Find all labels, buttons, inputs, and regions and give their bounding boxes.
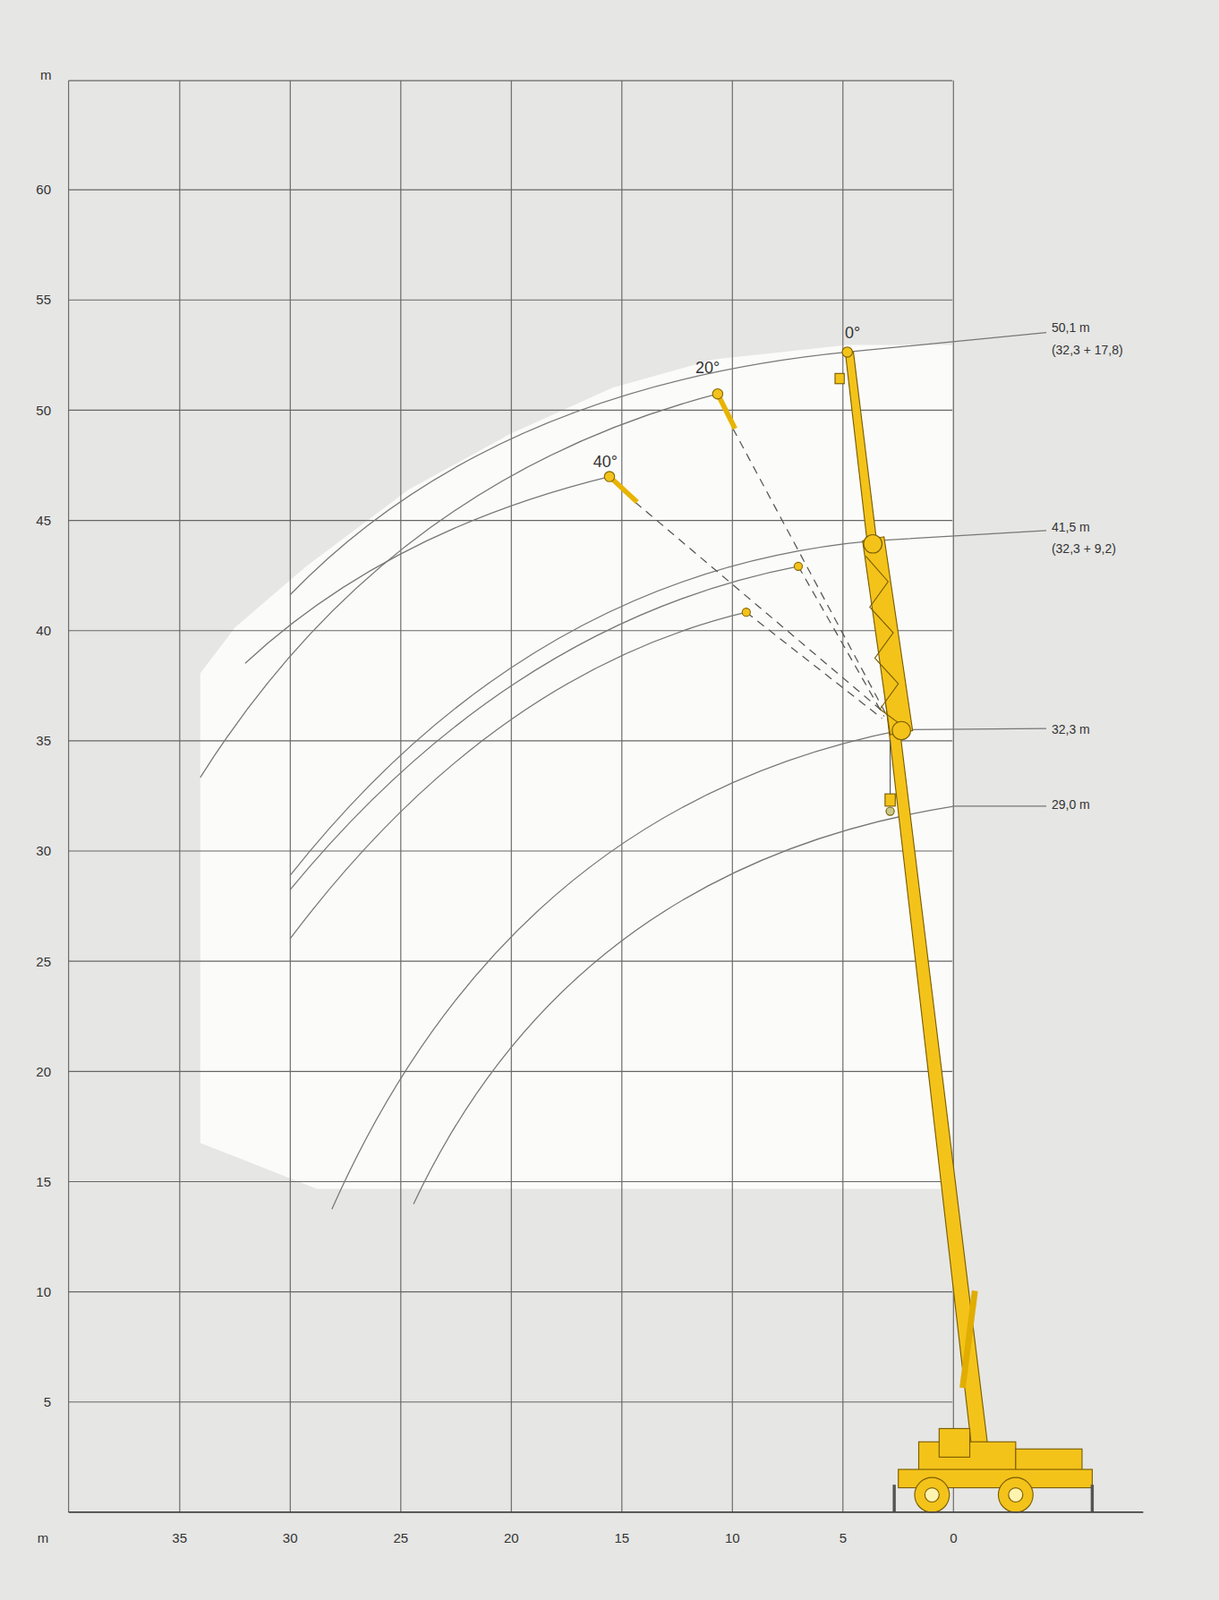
axis-label: 30: [282, 1531, 299, 1547]
axis-label: 55: [35, 292, 52, 308]
axis-label: 15: [613, 1531, 630, 1547]
grid-line: [621, 80, 623, 1513]
axis-label: m: [40, 68, 52, 84]
jib-positions: [604, 388, 802, 616]
angle-label: 0°: [844, 324, 861, 343]
grid-line: [68, 740, 954, 742]
axis-label: 45: [35, 513, 52, 529]
working-area: [200, 344, 953, 1189]
boom-length-label: 29,0 m: [1051, 798, 1091, 812]
axis-label: 35: [35, 733, 52, 750]
axis-label: 20: [35, 1064, 52, 1080]
axis-label: 20: [503, 1531, 520, 1547]
grid-line: [400, 80, 401, 1513]
axis-label: 30: [35, 843, 52, 860]
grid-line: [68, 1401, 954, 1403]
grid-line: [68, 1071, 954, 1073]
axis-label: 10: [724, 1531, 741, 1547]
axis-label: 50: [35, 402, 52, 418]
range-curves: [200, 332, 1047, 1211]
angle-label: 20°: [695, 359, 720, 378]
axis-label: 25: [392, 1531, 409, 1547]
axis-label: 5: [43, 1395, 52, 1411]
boom-length-label: (32,3 + 17,8): [1051, 344, 1124, 359]
grid-line: [289, 80, 291, 1513]
ground-line: [68, 1511, 1144, 1514]
grid-line: [68, 1181, 954, 1183]
crane: [835, 347, 1092, 1513]
axis-label: 35: [171, 1531, 188, 1547]
grid-line: [511, 80, 512, 1513]
grid-line: [68, 189, 954, 191]
axis-label: 25: [35, 954, 52, 970]
grid-line: [68, 299, 954, 301]
grid-line: [732, 80, 734, 1513]
grid-line: [68, 630, 954, 631]
grid-line: [68, 80, 69, 1513]
axis-label: m: [37, 1531, 50, 1547]
axis-label: 0: [949, 1531, 957, 1547]
axis-label: 5: [839, 1531, 847, 1547]
grid-line: [68, 519, 954, 521]
grid-line: [68, 409, 954, 411]
grid-line: [68, 961, 954, 963]
grid-line: [68, 850, 954, 852]
grid-line: [179, 80, 180, 1513]
grid: [68, 80, 955, 1513]
jib-offset-lines: [635, 428, 887, 719]
axis-label: 40: [35, 623, 52, 640]
grid-line: [68, 80, 954, 82]
axis-label: 60: [35, 182, 52, 198]
boom-length-label: 32,3 m: [1051, 723, 1091, 737]
boom-length-label: (32,3 + 9,2): [1051, 542, 1117, 556]
boom-length-label: 50,1 m: [1051, 322, 1091, 336]
axis-label: 15: [35, 1175, 52, 1191]
boom-length-label: 41,5 m: [1051, 520, 1091, 535]
axis-label: 10: [35, 1285, 52, 1301]
angle-label: 40°: [593, 453, 618, 472]
grid-line: [68, 1291, 954, 1293]
grid-line: [842, 80, 844, 1513]
grid-line: [953, 80, 955, 1513]
